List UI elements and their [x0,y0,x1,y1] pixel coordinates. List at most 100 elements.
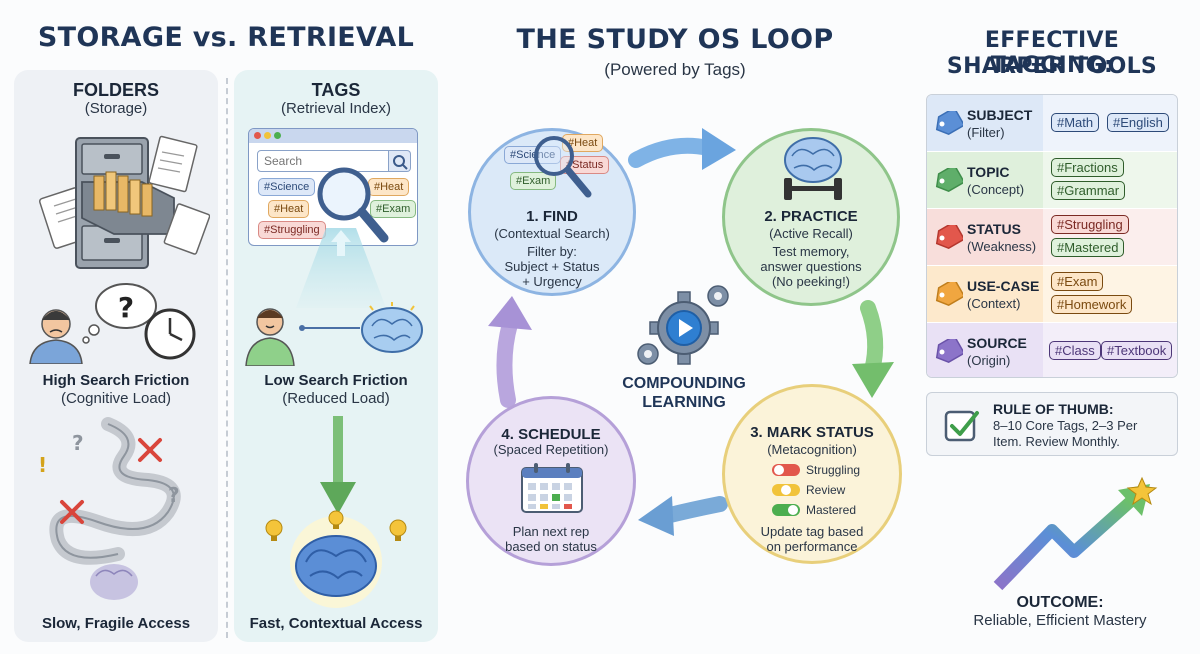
tags-friction-label: Low Search Friction [264,372,408,389]
status-struggling-label: Struggling [806,463,861,477]
tag-row-source: SOURCE (Origin) #Class #Textbook [927,323,1177,377]
tag-chip-heat: #Heat [368,178,410,196]
find-chip-exam: #Exam [510,172,557,190]
find-body-1: Filter by: [527,244,577,259]
find-body-2: Subject + Status [504,259,600,274]
tag-vals-source: #Class #Textbook [1043,323,1177,377]
folders-subtitle: (Storage) [84,100,148,117]
center-label-2: LEARNING [642,394,726,411]
tag-name-topic: TOPIC [967,164,1010,180]
tag-name-use-case: USE-CASE [967,278,1040,294]
folders-title: FOLDERS [72,80,159,100]
find-body-3: + Urgency [522,274,582,289]
tag-row-status: STATUS (Weakness) #Struggling #Mastered [927,209,1177,265]
tag-vals-use-case: #Exam #Homework [1043,266,1177,322]
loop-title: THE STUDY OS LOOP [516,24,834,55]
tag-key-status: STATUS (Weakness) [927,209,1043,265]
tag-chip-exam: #Exam [370,200,417,218]
tag-vals-subject: #Math #English [1043,95,1177,151]
mark-subtitle: (Metacognition) [767,442,857,457]
tag-row-topic: TOPIC (Concept) #Fractions #Grammar [927,152,1177,208]
tag-row-subject: SUBJECT (Filter) #Math #English [927,95,1177,151]
tag-example: #Math [1051,113,1100,132]
find-chip-heat: #Heat [562,134,604,152]
toggle-green-icon [772,504,800,516]
rule-of-thumb-box: RULE OF THUMB: 8–10 Core Tags, 2–3 Per I… [926,392,1178,456]
tag-icon-purple [935,339,963,363]
tagging-title-2: SHARPER TOOLS [946,54,1158,79]
toggle-yellow-icon [772,484,800,496]
tag-key-use-case: USE-CASE (Context) [927,266,1043,322]
rule-title: RULE OF THUMB: [993,401,1114,417]
tangled-path-icon: ? ? ! [38,417,181,600]
schedule-title: 4. SCHEDULE [501,426,601,443]
tag-example: #English [1107,113,1169,132]
svg-text:?: ? [72,431,84,455]
status-struggling: Struggling [772,463,860,477]
mark-body-2: on performance [766,539,858,554]
tag-example: #Class [1049,341,1101,360]
tagging-title-1: EFFECTIVE TAGGING: [984,28,1120,78]
find-chip-science: #Science [504,146,562,164]
rule-line-2: Item. Review Monthly. [993,434,1120,449]
tag-key-subject: SUBJECT (Filter) [927,95,1043,151]
outcome-title: OUTCOME: [1016,594,1104,611]
folders-friction-sub: (Cognitive Load) [60,390,172,407]
tag-types-table: SUBJECT (Filter) #Math #English TOPIC (C… [926,94,1178,378]
tag-key-source: SOURCE (Origin) [927,323,1043,377]
schedule-body-1: Plan next rep [512,524,590,539]
search-input[interactable] [257,150,389,172]
tag-desc-subject: (Filter) [967,125,1005,140]
tag-icon-orange [935,282,963,306]
search-icon [393,155,408,170]
tag-desc-status: (Weakness) [967,239,1037,254]
svg-text:?: ? [168,483,180,507]
svg-text:?: ? [118,291,134,324]
mark-title: 3. MARK STATUS [750,424,874,441]
status-review: Review [772,483,845,497]
mark-body-1: Update tag based [760,524,864,539]
rule-line-1: 8–10 Core Tags, 2–3 Per [993,418,1138,433]
folders-friction-label: High Search Friction [42,372,190,389]
find-magnifier-icon [534,136,592,198]
tags-access-label: Fast, Contextual Access [249,615,423,632]
mark-status-step-circle [722,384,902,564]
rising-arrow-star-icon [993,476,1158,591]
search-button[interactable] [389,150,411,172]
tag-icon-red [935,225,963,249]
tag-chip-struggling: #Struggling [258,221,326,239]
tag-chip-science: #Science [258,178,316,196]
center-label-1: COMPOUNDING [622,375,746,392]
tag-example: #Mastered [1051,238,1125,257]
tag-icon-blue [935,111,963,135]
tag-name-subject: SUBJECT [967,107,1033,123]
filing-cabinet-icon [38,135,210,269]
tags-subtitle: (Retrieval Index) [280,100,392,117]
tag-example: #Grammar [1051,181,1126,200]
loop-subtitle: (Powered by Tags) [604,60,746,79]
status-review-label: Review [806,483,846,497]
tag-desc-topic: (Concept) [967,182,1025,197]
tags-friction-sub: (Reduced Load) [282,390,390,407]
panel-divider [226,78,228,638]
confused-person-icon: ? [29,283,196,364]
down-arrow-icon [320,416,356,514]
tag-name-status: STATUS [967,221,1021,237]
tag-name-source: SOURCE [967,335,1027,351]
practice-body-2: answer questions [760,259,862,274]
status-mastered-label: Mastered [806,503,857,517]
tag-example: #Homework [1051,295,1133,314]
tag-chip-heat-2: #Heat [268,200,310,218]
find-title: 1. FIND [526,208,578,225]
svg-text:!: ! [38,453,47,477]
tag-desc-use-case: (Context) [967,296,1021,311]
find-subtitle: (Contextual Search) [494,226,610,241]
storage-retrieval-title: STORAGE vs. RETRIEVAL [37,22,415,53]
practice-body-1: Test memory, [772,244,850,259]
brain-dumbbell-icon [784,137,842,200]
glowing-brain-icon [265,510,407,608]
status-mastered: Mastered [772,503,856,517]
tag-example: #Textbook [1101,341,1173,360]
practice-body-3: (No peeking!) [771,274,851,289]
tag-key-topic: TOPIC (Concept) [927,152,1043,208]
